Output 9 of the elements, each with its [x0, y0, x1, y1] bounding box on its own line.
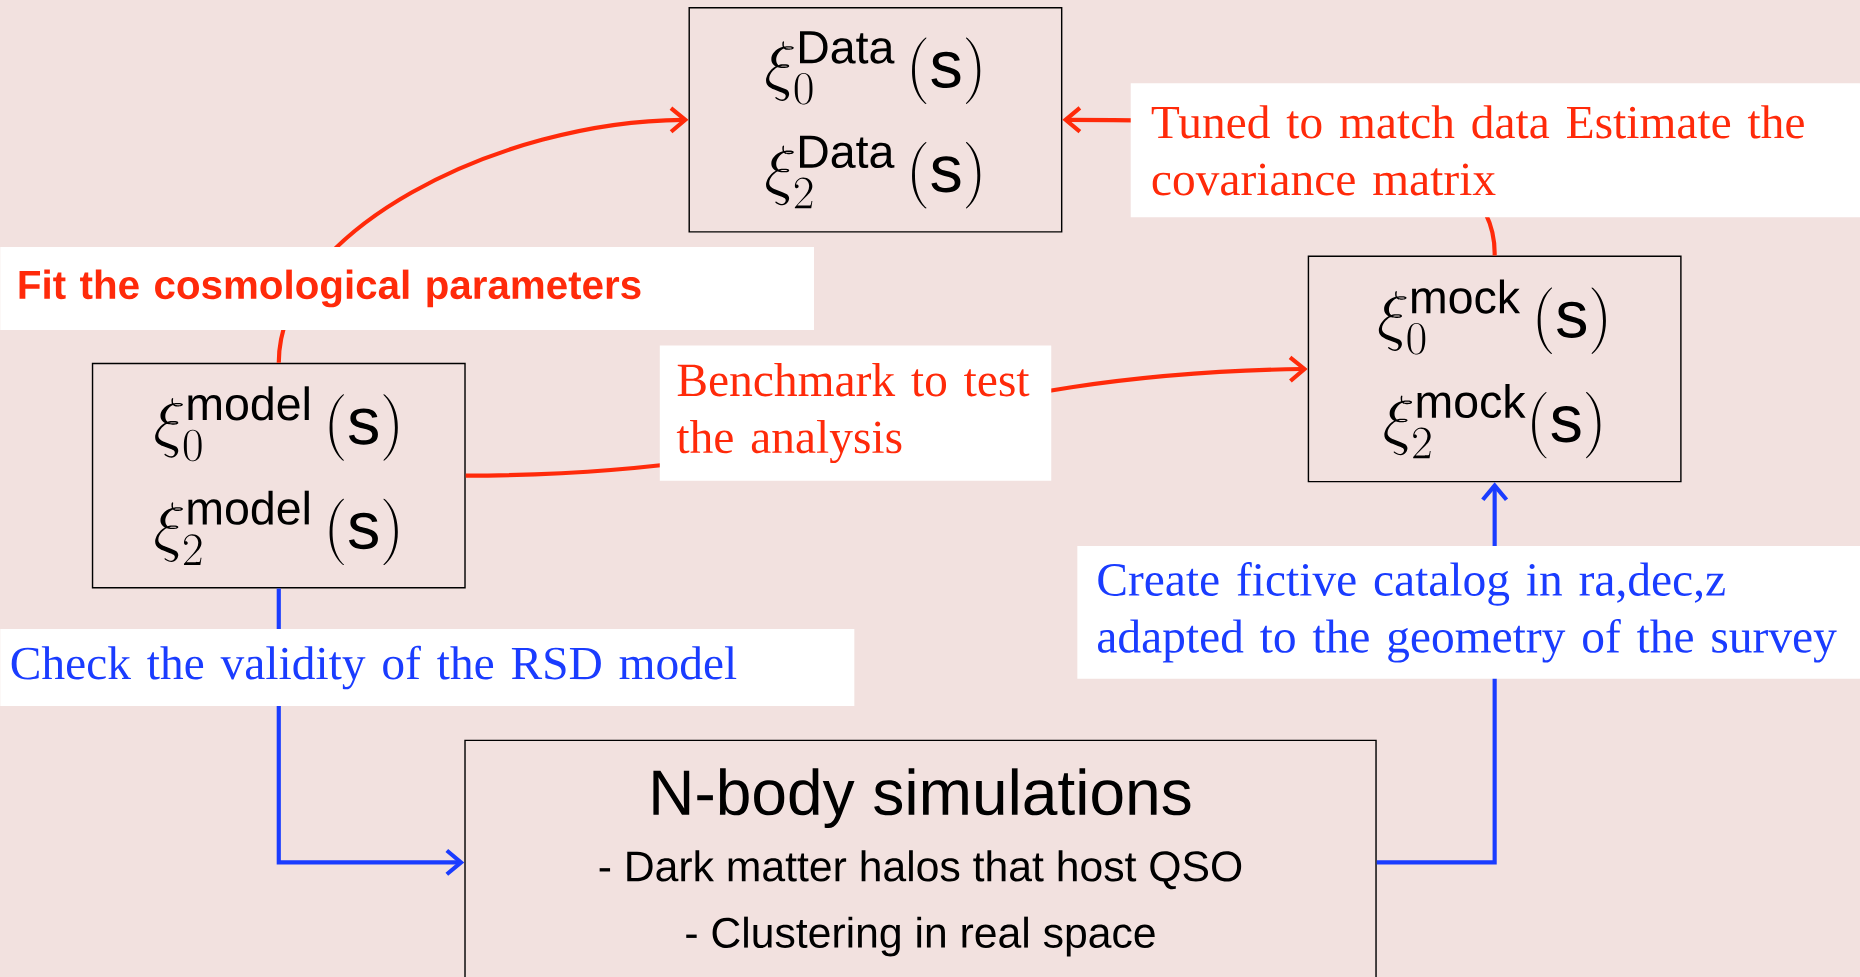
edge-label: Fit the cosmological parameters: [0, 246, 814, 330]
edge-label: Tuned to match data Estimate the covariance matrix: [1130, 83, 1860, 218]
formula-box: $\xi_{0}^{\mathrm{mock}}\,(\mathrm{s})$ $\xi_{2}^{\mathrm{mock}}(\mathrm{s})$: [1307, 255, 1682, 483]
process-box: N-body simulations - Dark matter halos that host QSO - Clustering in real space: [464, 739, 1377, 977]
edge-label: Create fictive catalog in ra,dec,z adapted to the geometry of the survey: [1077, 545, 1860, 679]
formula-box: $\xi_{0}^{\mathrm{model}}\,(\mathrm{s})$ $\xi_{2}^{\mathrm{model}}\,(\mathrm{s})$: [91, 362, 466, 589]
formula-box: $\xi_{0}^{\mathrm{Data}}\,(\mathrm{s})$ $\xi_{2}^{\mathrm{Data}}\,(\mathrm{s})$: [688, 6, 1063, 233]
edge-label: Benchmark to test the analysis: [659, 345, 1052, 481]
edge-label: Check the validity of the RSD model: [0, 628, 855, 706]
